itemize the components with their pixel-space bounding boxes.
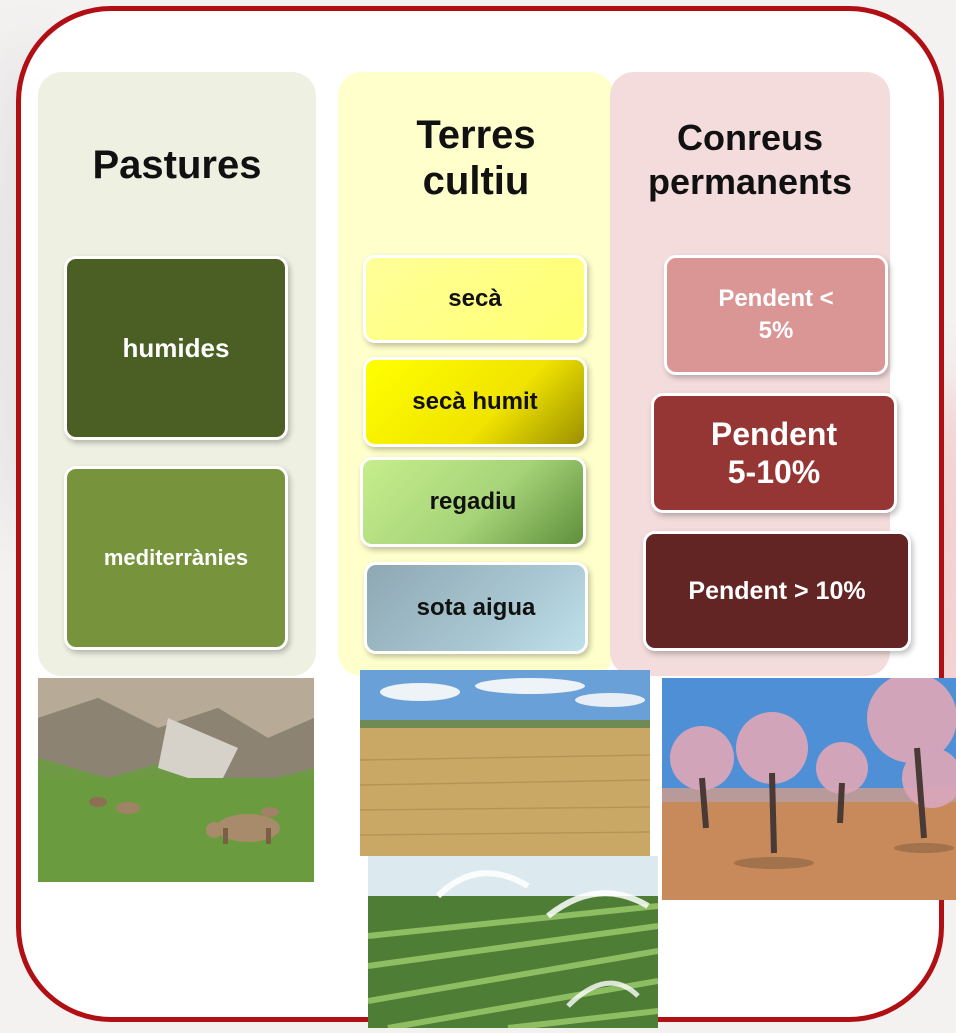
cultiu-sota-aigua-label: sota aigua (416, 594, 536, 621)
pendent-menor-5-box: Pendent < 5% (664, 255, 888, 375)
pendent-5-10-line2: 5-10% (727, 454, 821, 490)
cultiu-seca-label: secà (448, 285, 502, 312)
pastures-title: Pastures (92, 143, 262, 187)
terres-cultiu-title-line2: cultiu (422, 159, 530, 203)
pendent-menor-5-line1: Pendent < (718, 285, 834, 312)
cultiu-sota-aigua-box: sota aigua (364, 562, 588, 654)
terres-cultiu-title-line1: Terres (416, 113, 536, 157)
cultiu-regadiu-box: regadiu (360, 457, 586, 547)
pastures-mediterranies-box: mediterrànies (64, 466, 288, 650)
cultiu-seca-humit-label: secà humit (412, 388, 538, 415)
conreus-permanents-title-line2: permanents (647, 161, 853, 202)
irrigated-field-photo (368, 856, 658, 1028)
pastures-humides-box: humides (64, 256, 288, 440)
cultiu-regadiu-label: regadiu (429, 488, 517, 515)
pasture-cows-photo (38, 678, 314, 882)
terres-cultiu-title: Terres cultiu (338, 112, 614, 204)
pendent-major-10-label: Pendent > 10% (688, 576, 866, 605)
pastures-mediterranies-label: mediterrànies (103, 545, 249, 570)
conreus-permanents-title-line1: Conreus (676, 117, 824, 158)
pendent-menor-5-line2: 5% (758, 317, 794, 344)
almond-orchard-photo (662, 678, 956, 900)
cultiu-seca-humit-box: secà humit (363, 357, 587, 447)
pendent-5-10-line1: Pendent (710, 416, 838, 452)
pastures-humides-label: humides (122, 332, 230, 363)
dry-field-photo (360, 670, 650, 856)
cultiu-seca-box: secà (363, 255, 587, 343)
pendent-major-10-box: Pendent > 10% (643, 531, 911, 651)
conreus-permanents-title: Conreus permanents (610, 116, 890, 204)
pendent-5-10-box: Pendent 5-10% (651, 393, 897, 513)
